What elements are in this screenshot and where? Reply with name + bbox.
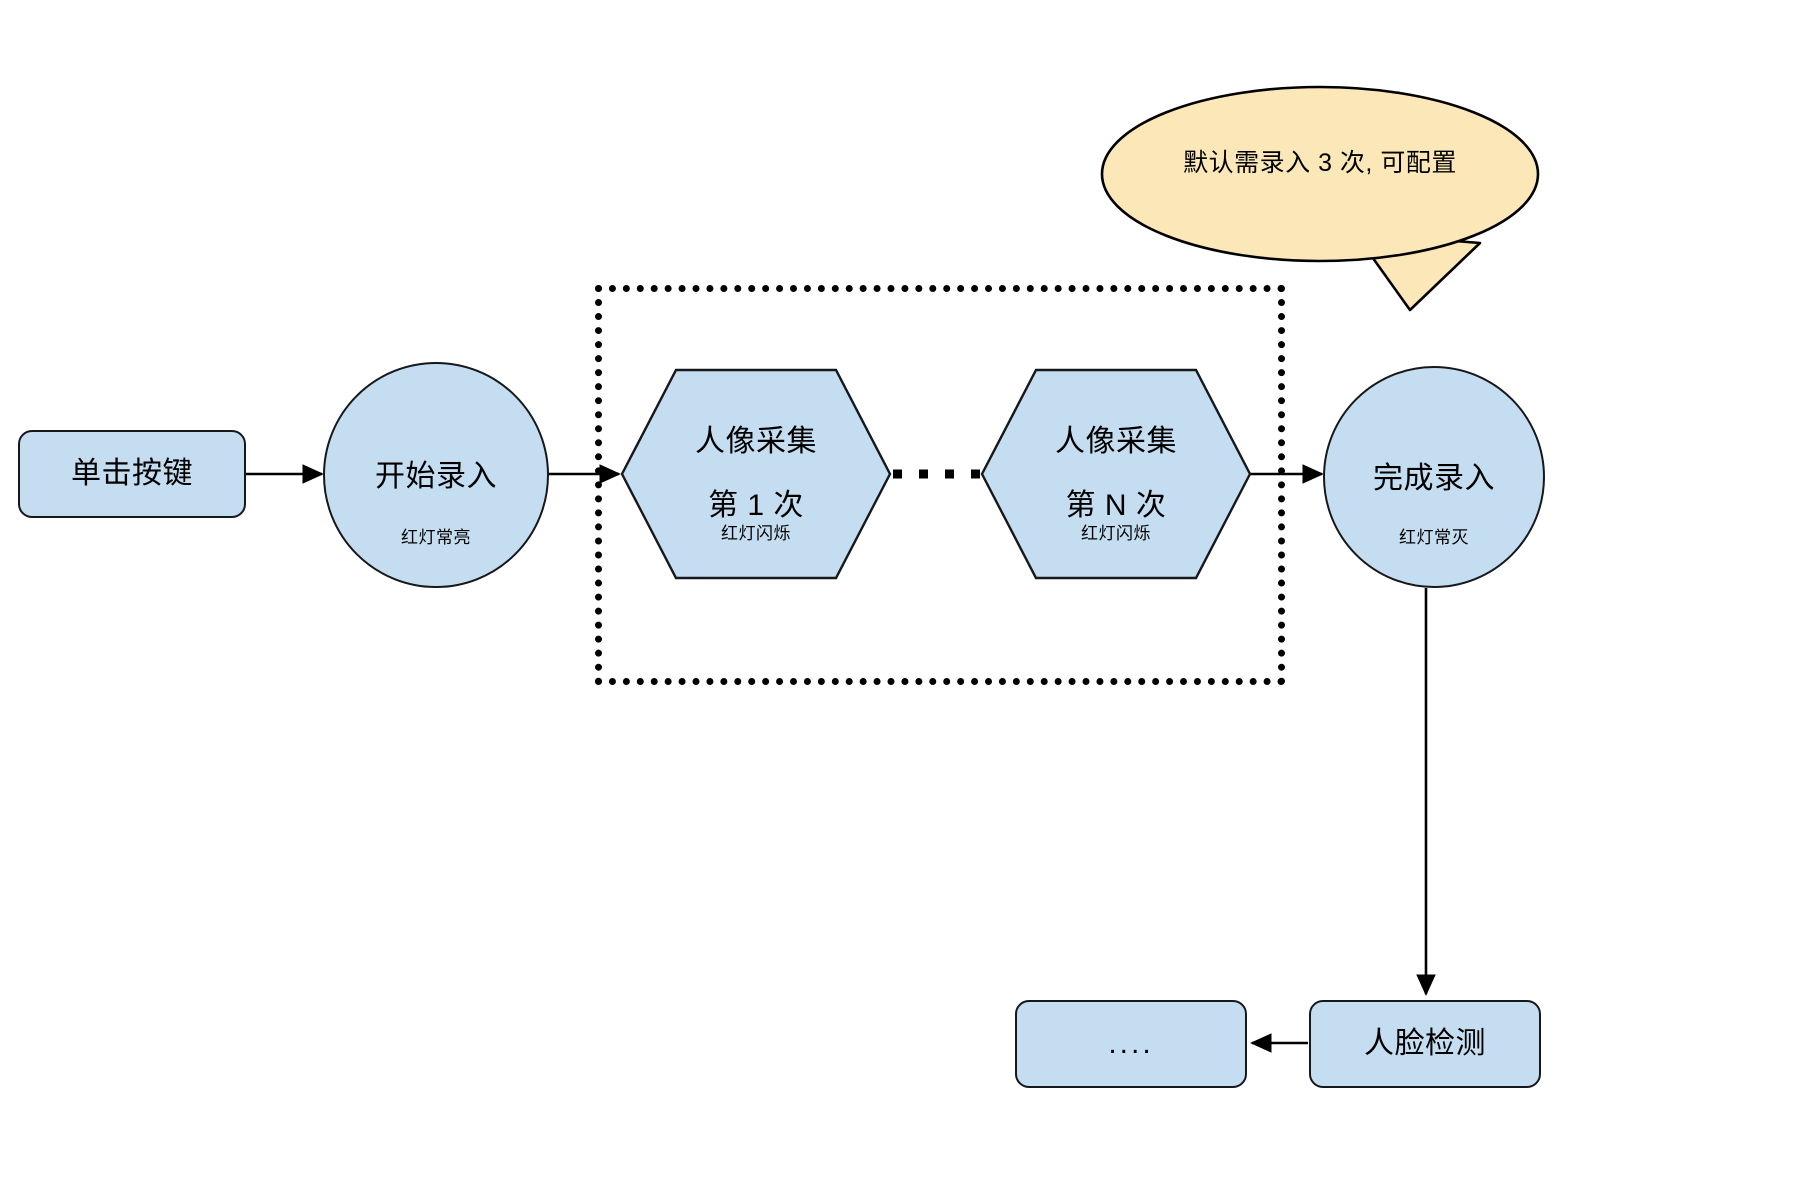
node-more-label: .... — [1108, 1026, 1154, 1060]
node-start-enroll[interactable]: 开始录入 红灯常亮 — [323, 362, 549, 588]
node-capture-1-text: 人像采集 第 1 次 红灯闪烁 — [620, 368, 892, 580]
hexagon-shape-n — [980, 368, 1252, 580]
callout-ellipse — [1100, 85, 1540, 263]
node-capture-1-index: 第 1 次 — [708, 489, 804, 522]
node-start-enroll-status: 红灯常亮 — [401, 528, 471, 548]
node-face-detect-label: 人脸检测 — [1364, 1026, 1486, 1060]
node-click-key-label: 单击按键 — [71, 456, 193, 490]
node-capture-1-label: 人像采集 — [695, 425, 817, 458]
node-finish-enroll-status: 红灯常灭 — [1399, 528, 1469, 548]
node-more[interactable]: .... — [1015, 1000, 1247, 1088]
node-finish-enroll[interactable]: 完成录入 红灯常灭 — [1323, 366, 1545, 588]
hexagon-shape-1 — [620, 368, 892, 580]
callout-bubble: 默认需录入 3 次, 可配置 — [1100, 85, 1540, 263]
node-capture-n-text: 人像采集 第 N 次 红灯闪烁 — [980, 368, 1252, 580]
node-face-detect[interactable]: 人脸检测 — [1309, 1000, 1541, 1088]
node-capture-n[interactable]: 人像采集 第 N 次 红灯闪烁 — [980, 368, 1252, 580]
callout-text: 默认需录入 3 次, 可配置 — [1183, 149, 1457, 177]
node-capture-n-index: 第 N 次 — [1065, 489, 1167, 522]
capture-loop-group-box — [595, 285, 1285, 685]
node-capture-n-status: 红灯闪烁 — [1081, 524, 1151, 544]
node-start-enroll-label: 开始录入 — [375, 459, 497, 493]
node-capture-n-label: 人像采集 — [1055, 425, 1177, 458]
node-finish-enroll-label: 完成录入 — [1373, 461, 1495, 495]
node-capture-1[interactable]: 人像采集 第 1 次 红灯闪烁 — [620, 368, 892, 580]
node-click-key[interactable]: 单击按键 — [18, 430, 246, 518]
node-capture-1-status: 红灯闪烁 — [721, 524, 791, 544]
